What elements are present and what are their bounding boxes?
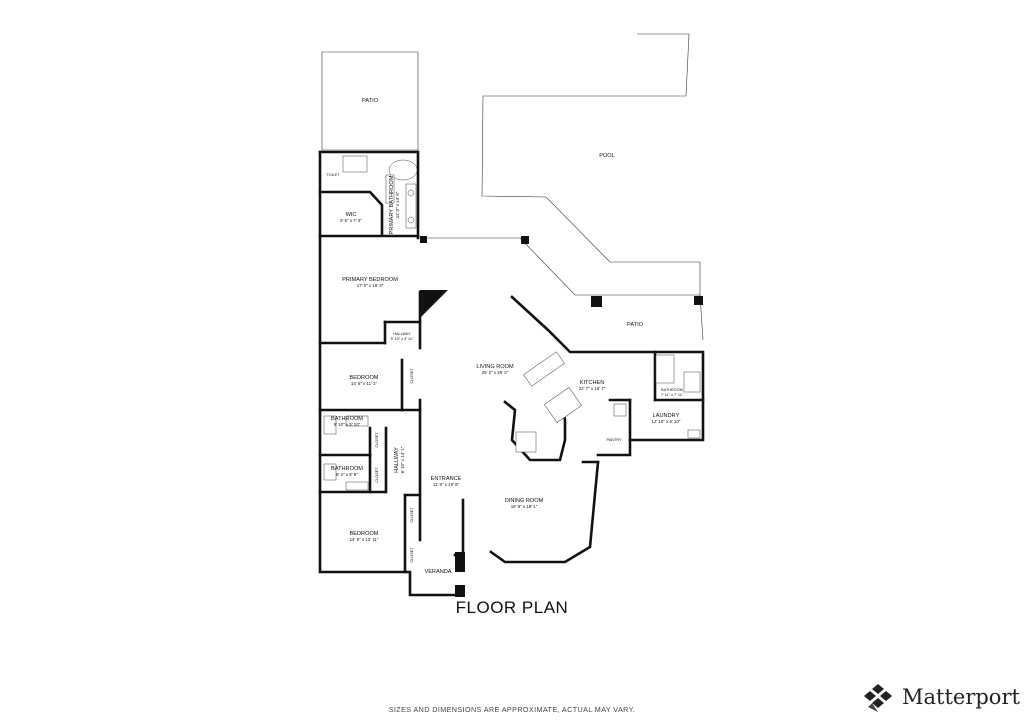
room-dim-bedroom-2: 14' 9" x 13' 11" <box>350 537 379 542</box>
interior-walls <box>318 190 705 574</box>
room-label-closet-1: CLOSET <box>410 368 414 384</box>
room-dim-primary-bedroom: 17' 0" x 19' 3" <box>357 283 384 288</box>
room-label-pantry: PANTRY <box>606 438 622 442</box>
room-label-closet-3: CLOSET <box>375 467 379 483</box>
room-label-toilet: TOILET <box>326 173 340 177</box>
room-dim-dining-room: 19' 9" x 18' 1" <box>511 504 538 509</box>
room-label-patio-top: PATIO <box>362 98 379 104</box>
brand-logo: Matterport <box>862 683 1022 713</box>
fixtures <box>323 155 701 491</box>
structural-columns <box>420 236 703 597</box>
outdoor-outlines <box>321 33 704 341</box>
room-label-closet-5: CLOSET <box>410 547 414 563</box>
brand-name: Matterport <box>902 685 1020 709</box>
room-label-primary-bathroom: PRIMARY BATHROOM <box>389 175 395 234</box>
room-label-bathroom-3: BATHROOM <box>331 466 363 472</box>
room-dim-primary-bathroom: 13' 0" x 14' 6" <box>395 191 400 218</box>
room-dim-bathroom-2: 9' 10" x 5' 10" <box>334 422 361 427</box>
room-label-entrance: ENTRANCE <box>431 476 462 482</box>
room-label-dining-room: DINING ROOM <box>505 498 544 504</box>
room-dim-laundry: 12' 10" x 6' 10" <box>652 419 681 424</box>
room-label-kitchen: KITCHEN <box>580 380 605 386</box>
room-dim-hallway-2: 6' 10" x 14' 1" <box>400 446 405 473</box>
room-dim-bathroom-3: 8' 2" x 8' 8" <box>336 472 358 477</box>
room-dim-kitchen: 22' 7" x 18' 7" <box>579 386 606 391</box>
floor-plan-title: FLOOR PLAN <box>455 598 569 617</box>
room-label-pool: POOL <box>599 153 615 159</box>
room-dim-bedroom-1: 14' 6" x 11' 1" <box>351 381 378 386</box>
disclaimer-text: SIZES AND DIMENSIONS ARE APPROXIMATE, AC… <box>388 705 636 714</box>
room-labels: PATIO POOL PATIO PRIMARY BATHROOM 13' 0"… <box>326 98 683 575</box>
room-label-closet-2: CLOSET <box>375 432 379 448</box>
room-dim-wic: 9' 6" x 7' 3" <box>340 218 362 223</box>
room-label-primary-bedroom: PRIMARY BEDROOM <box>342 277 398 283</box>
matterport-logo-icon <box>864 684 892 712</box>
room-label-bedroom-2: BEDROOM <box>350 531 379 537</box>
room-label-hallway-2: HALLWAY <box>394 447 400 473</box>
room-label-veranda: VERANDA <box>424 569 451 575</box>
room-dim-hallway-1: 5' 10" x 3' 11" <box>391 337 414 341</box>
room-dim-living-room: 25' 2" x 26' 2" <box>482 370 509 375</box>
room-label-bathroom-kitchen: BATHROOM <box>661 388 683 392</box>
room-label-living-room: LIVING ROOM <box>476 364 514 370</box>
room-label-bedroom-1: BEDROOM <box>350 375 379 381</box>
room-label-hallway-1: HALLWAY <box>393 332 411 336</box>
room-label-wic: WIC <box>346 212 357 218</box>
room-dim-entrance: 11' 8" x 19' 8" <box>433 482 460 487</box>
room-label-closet-4: CLOSET <box>410 507 414 523</box>
room-label-laundry: LAUNDRY <box>653 413 680 419</box>
room-label-patio-right: PATIO <box>627 322 644 328</box>
room-label-bathroom-2: BATHROOM <box>331 416 363 422</box>
exterior-walls <box>318 150 705 597</box>
room-dim-bathroom-kitchen: 7' 11" x 7' 11" <box>661 393 684 397</box>
